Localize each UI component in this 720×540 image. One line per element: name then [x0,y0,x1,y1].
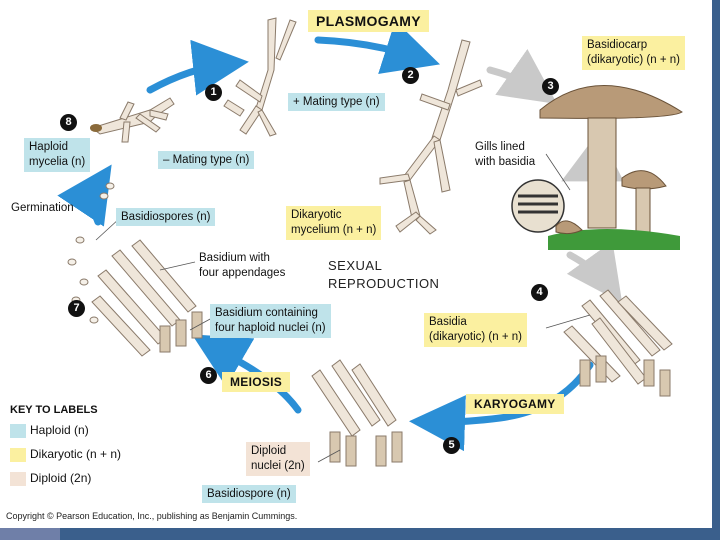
diploid-nuclei-line1: Diploid [251,445,287,457]
dikaryotic-mycelium-2 [379,39,483,235]
reproduction-label: REPRODUCTION [328,276,440,291]
key-swatch-diploid [10,472,26,486]
haploid-mycelium-8 [90,97,175,143]
cycle-arrows [57,20,594,452]
step-5-marker: 5 [443,437,460,454]
bottom-frame-bar [0,528,720,540]
arrow-5-to-6 [191,334,302,414]
gills-label: Gills lined with basidia [470,138,540,172]
dikaryotic-mycelium-label: Dikaryotic mycelium (n + n) [286,206,382,240]
step-8-marker: 8 [60,114,77,131]
key-swatch-haploid [10,424,26,438]
haploid-mycelia-line1: Haploid [29,141,68,153]
basidiocarp-line1: Basidiocarp [587,39,648,51]
arrow-3-to-4 [566,241,623,304]
pointer-lines [95,153,591,463]
basidium-four-appendages-label: Basidium with four appendages [194,249,290,283]
arrow-1-to-2 [314,20,441,75]
basidiocarp-line2: (dikaryotic) (n + n) [587,54,680,66]
basidiocarp-label: Basidiocarp (dikaryotic) (n + n) [582,36,685,70]
step-7-marker: 7 [68,300,85,317]
diploid-basidia-5 [311,359,403,467]
copyright-notice: Copyright © Pearson Education, Inc., pub… [6,511,298,521]
basidium-four-nuclei-line1: Basidium containing [215,307,318,319]
step-6-marker: 6 [200,367,217,384]
basidium-four-nuclei-label: Basidium containing four haploid nuclei … [210,304,331,338]
diploid-nuclei-label: Diploid nuclei (2n) [246,442,310,476]
arrow-7-to-8 [57,164,112,227]
meiosis-title: MEIOSIS [222,372,291,392]
arrow-4-to-5 [409,361,594,452]
dikaryotic-mycelium-line1: Dikaryotic [291,209,342,221]
key-label-diploid: Diploid (2n) [30,471,92,485]
gills-line2: with basidia [475,156,536,168]
step-1-marker: 1 [205,84,222,101]
step-4-marker: 4 [531,284,548,301]
basidium-four-appendages-line2: four appendages [199,267,286,279]
plasmogamy-title: PLASMOGAMY [308,10,429,32]
germination-label: Germination [11,202,74,214]
bottom-left-accent [0,528,60,540]
basidia-dikaryotic-line1: Basidia [429,316,467,328]
sexual-label: SEXUAL [328,258,383,273]
basidium-four-nuclei-line2: four haploid nuclei (n) [215,322,326,334]
key-label-haploid: Haploid (n) [30,423,89,437]
basidia-cluster-4 [563,289,673,397]
key-label-dikaryotic: Dikaryotic (n + n) [30,447,122,461]
karyogamy-title: KARYOGAMY [466,394,564,414]
dikaryotic-mycelium-line2: mycelium (n + n) [291,224,377,236]
key-title: KEY TO LABELS [10,404,98,416]
basidiospores-label: Basidiospores (n) [116,208,216,226]
right-frame-bar [712,0,720,540]
basidia-dikaryotic-line2: (dikaryotic) (n + n) [429,331,522,343]
haploid-mycelia-label: Haploid mycelia (n) [24,138,91,172]
gills-line1: Gills lined [475,141,525,153]
spore-tip [90,124,102,132]
haploid-mycelia-line2: mycelia (n) [29,156,86,168]
step-3-marker: 3 [542,78,559,95]
plus-mating-type-label: + Mating type (n) [288,93,385,111]
diploid-nuclei-line2: nuclei (2n) [251,460,305,472]
basidia-dikaryotic-label: Basidia (dikaryotic) (n + n) [424,313,527,347]
basidiospore-label: Basidiospore (n) [202,485,296,503]
arrow-2-to-3 [486,48,558,105]
minus-mating-type-label: – Mating type (n) [158,151,255,169]
step-2-marker: 2 [402,67,419,84]
mating-mycelium-1 [223,17,297,137]
basidiocarp-mushrooms [511,85,683,250]
arrow-8-to-1 [146,39,249,96]
key-swatch-dikaryotic [10,448,26,462]
basidium-four-appendages-line1: Basidium with [199,252,270,264]
